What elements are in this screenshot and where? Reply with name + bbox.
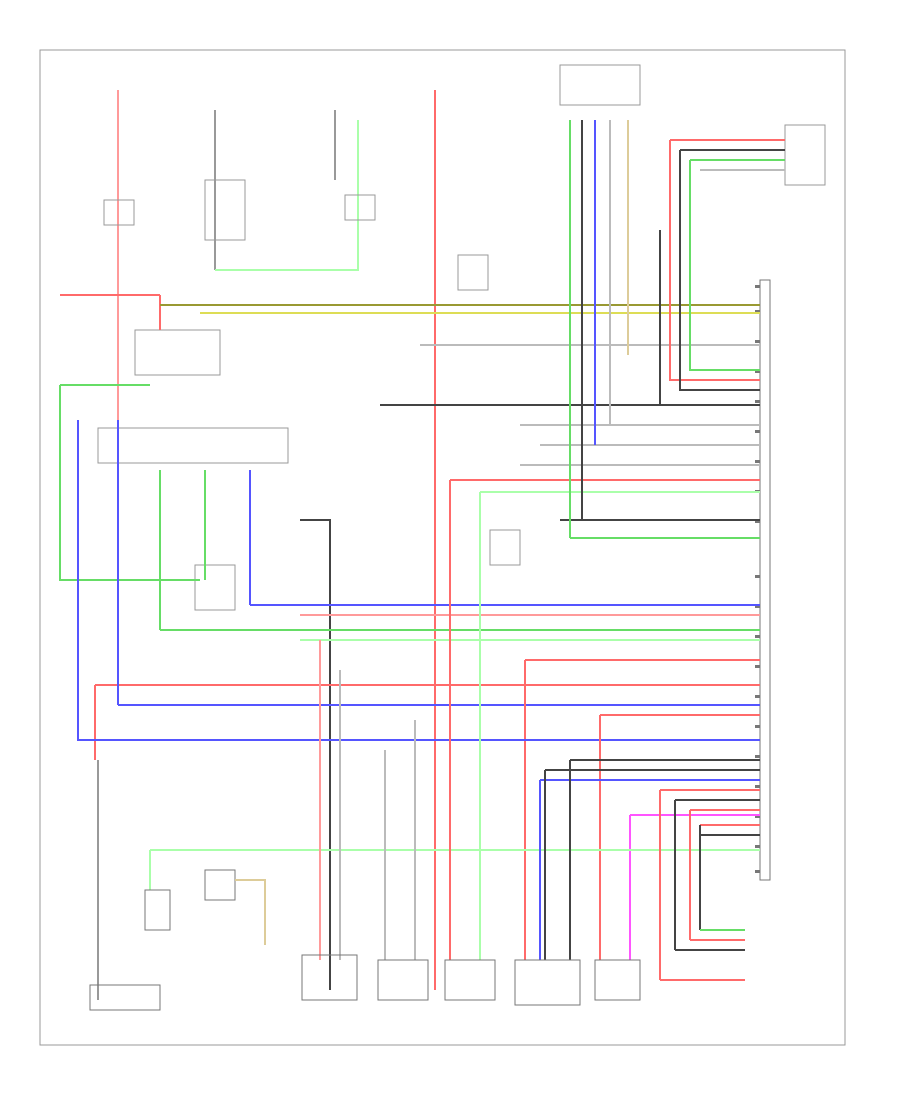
vertical-wires bbox=[97, 120, 701, 1000]
horizontal-wires bbox=[59, 294, 760, 990]
bottom-right-terminals bbox=[660, 929, 745, 981]
top-right-wires bbox=[669, 139, 785, 391]
switch-symbols bbox=[97, 64, 826, 611]
power-feed-group bbox=[117, 90, 436, 990]
diagram-frame bbox=[39, 49, 846, 1046]
bottom-components bbox=[89, 869, 641, 1011]
